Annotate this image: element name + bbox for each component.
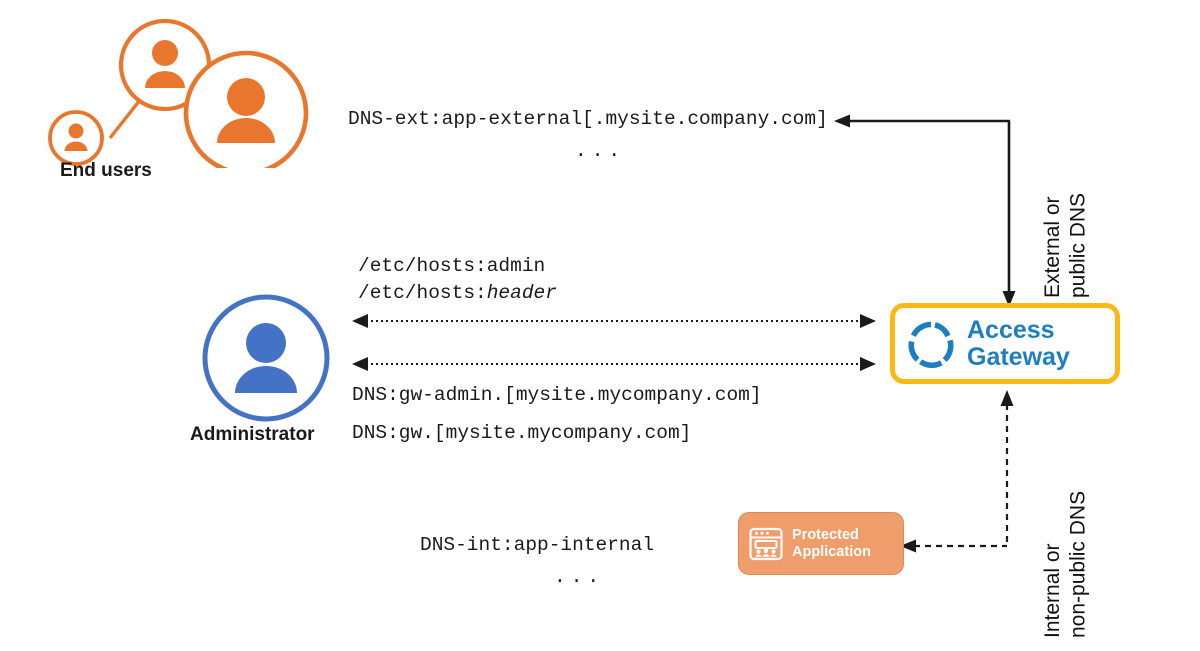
internal-dns-vertical-label: Internal or non-public DNS [1040, 418, 1091, 638]
gateway-name-line2: Gateway [967, 342, 1070, 371]
admin-hosts-bidirectional-arrow [350, 312, 878, 330]
external-dns-vertical-label: External or public DNS [1040, 98, 1091, 298]
dns-gw-label: DNS:gw.[mysite.mycompany.com] [352, 422, 692, 444]
internal-dns-arrow [900, 388, 1090, 560]
hosts-header-value: header [486, 282, 557, 304]
access-gateway-node[interactable]: Access Gateway [890, 303, 1120, 384]
hosts-header-prefix: /etc/hosts: [358, 282, 487, 304]
access-gateway-label: Access Gateway [967, 315, 1070, 371]
dns-external-label: DNS-ext:app-external[.mysite.company.com… [348, 108, 828, 130]
dns-external-ellipsis: ... [575, 140, 626, 162]
external-dns-line1: External or [1041, 196, 1064, 298]
protected-application-label: Protected Application [792, 527, 871, 559]
external-dns-arrow [820, 105, 1080, 320]
protected-app-line2: Application [792, 543, 871, 560]
administrator-label: Administrator [190, 424, 315, 445]
internal-dns-line1: Internal or [1041, 543, 1064, 638]
internal-dns-line2: non-public DNS [1066, 490, 1090, 638]
hosts-admin-label: /etc/hosts:admin [358, 255, 546, 277]
protected-application-node[interactable]: Protected Application [738, 512, 904, 575]
gateway-name-line1: Access [967, 315, 1055, 344]
end-users-label: End users [60, 160, 152, 181]
dns-internal-label: DNS-int:app-internal [420, 534, 655, 556]
administrator-icon [196, 288, 336, 428]
external-dns-line2: public DNS [1066, 192, 1090, 298]
dns-internal-ellipsis: ... [554, 566, 605, 588]
app-window-users-icon [747, 525, 785, 563]
end-users-icon [18, 18, 318, 176]
admin-dns-bidirectional-arrow [350, 355, 878, 373]
segmented-ring-icon [907, 320, 955, 368]
hosts-header-label: /etc/hosts:header [358, 282, 557, 304]
dns-gw-admin-label: DNS:gw-admin.[mysite.mycompany.com] [352, 384, 762, 406]
protected-app-line1: Protected [792, 527, 859, 544]
